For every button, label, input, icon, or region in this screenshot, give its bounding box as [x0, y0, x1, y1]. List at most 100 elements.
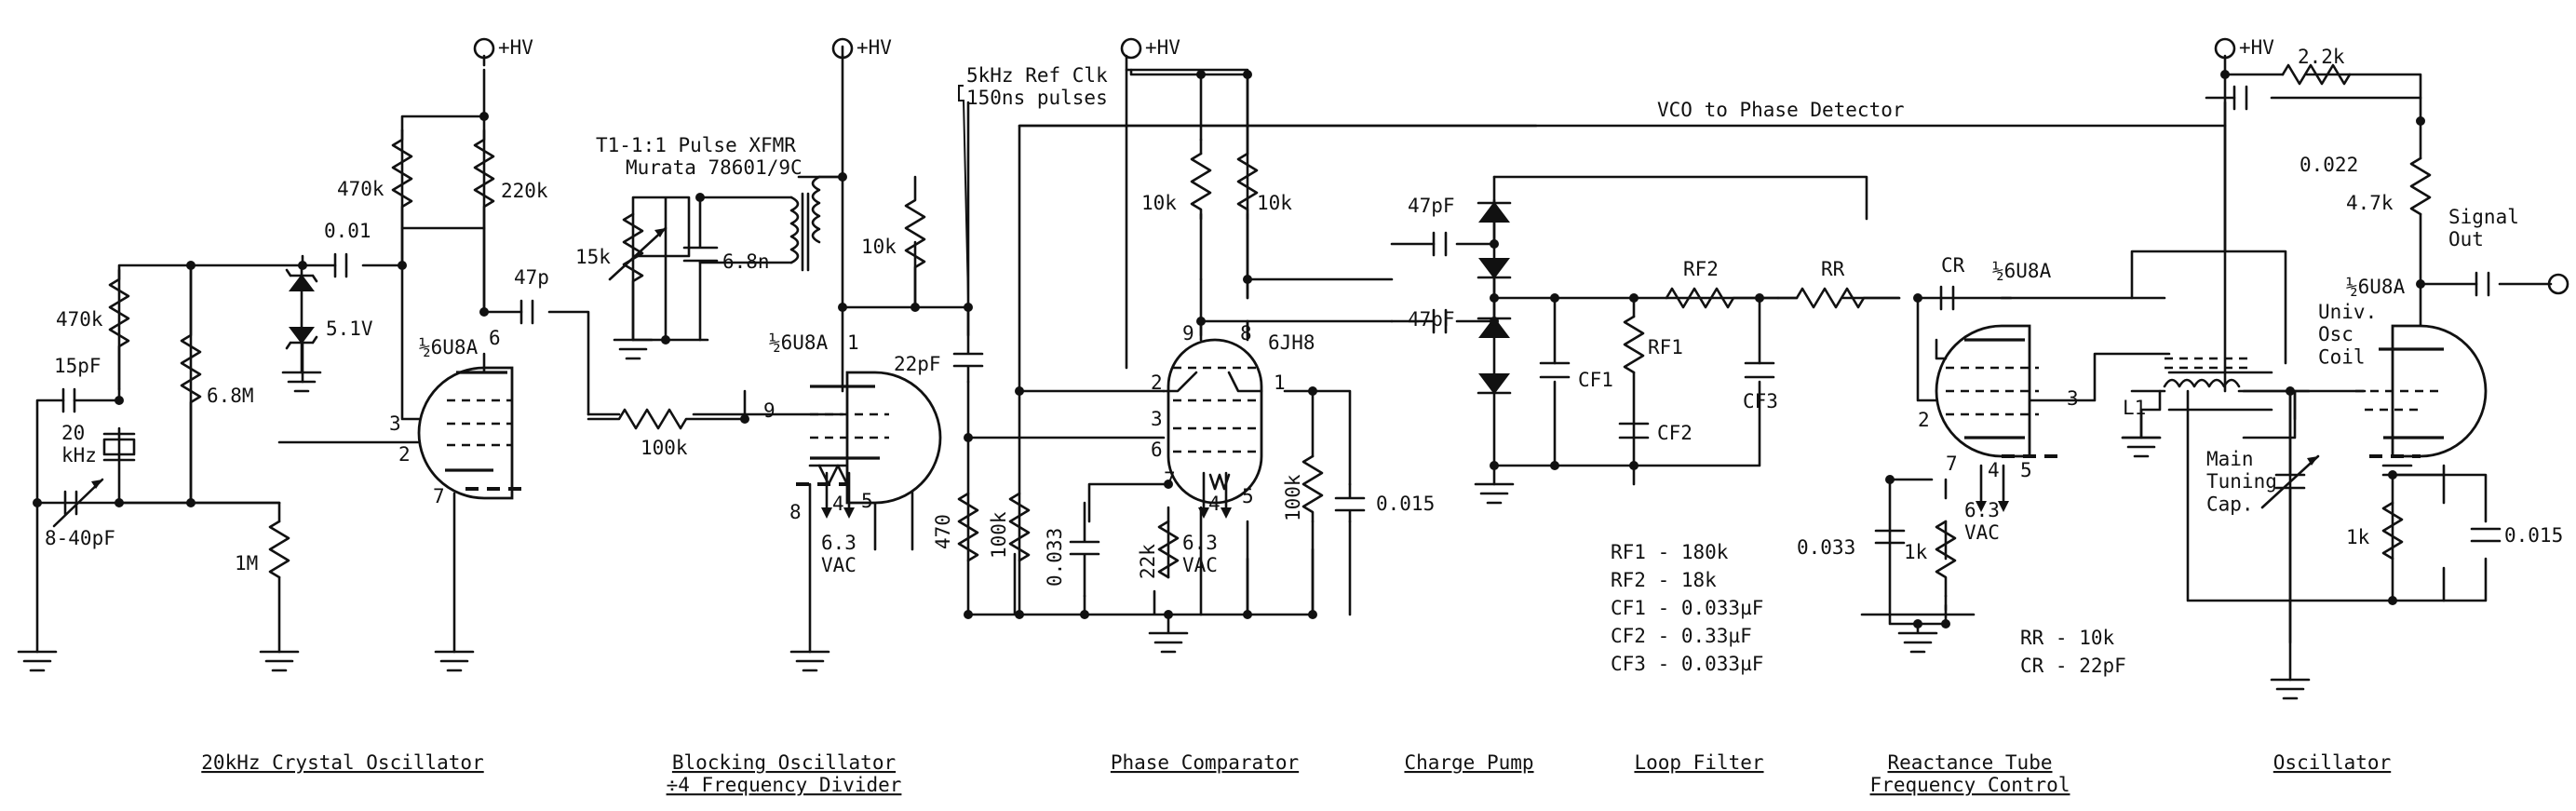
value-row: RR - 10k [2020, 627, 2115, 649]
section-titles: 20kHz Crystal Oscillator Blocking Oscill… [201, 751, 2391, 796]
pin: 9 [1182, 322, 1194, 345]
label-v1: ½6U8A [419, 336, 479, 358]
label-47p: 47p [514, 266, 549, 289]
cap-cf3 [1744, 361, 1775, 379]
pin: 5 [1242, 485, 1254, 507]
label-100k-c: 100k [1282, 474, 1304, 521]
pin: 3 [2067, 387, 2079, 410]
tube-v4 [1935, 324, 2057, 458]
pin: 4 [832, 493, 844, 515]
section-phase-comp: Phase Comparator [1111, 751, 1299, 774]
resistor-1k-a [1935, 520, 1957, 598]
label-6-8n: 6.8n [722, 250, 770, 273]
hv-label-2: +HV [856, 36, 892, 59]
pin: 6 [1151, 439, 1163, 461]
pin: 7 [433, 485, 445, 507]
label-t1-part: Murata 78601/9C [626, 156, 802, 179]
label-v3: 6JH8 [1268, 331, 1315, 354]
label-1k-b: 1k [2346, 526, 2370, 548]
pin: 2 [1918, 409, 1930, 431]
label-220k: 220k [501, 180, 548, 202]
cap-signal-out [2475, 271, 2490, 297]
label-cf2: CF2 [1657, 422, 1693, 444]
resistor-100k-a [587, 408, 747, 430]
cap-0-033-b [1874, 529, 1906, 545]
label-100k-b: 100k [988, 511, 1010, 559]
junction-dots [33, 70, 2425, 629]
wiring [35, 45, 2553, 682]
tube-v2 [796, 371, 942, 505]
label-t1-title: T1-1:1 Pulse XFMR [596, 134, 796, 156]
cap-0-022 [2232, 85, 2248, 111]
cap-cr [1939, 285, 1955, 311]
cap-47pf-a [1432, 231, 1448, 257]
label-l1: L1 [2123, 397, 2146, 419]
cap-0-01 [333, 252, 348, 278]
section-crystal-osc: 20kHz Crystal Oscillator [201, 751, 483, 774]
pin: 1 [847, 331, 859, 354]
pin: 2 [1151, 372, 1163, 394]
resistor-10k-a [904, 175, 926, 309]
charge-pump-diodes [1477, 201, 1512, 395]
label-2-2k: 2.2k [2298, 46, 2345, 68]
section-oscillator: Oscillator [2273, 751, 2391, 774]
cap-6-8n [682, 196, 719, 342]
resistor-rf2 [1665, 287, 1761, 309]
value-row: RF2 - 18k [1611, 569, 1717, 591]
tube-v5 [2355, 324, 2488, 458]
label-cf3: CF3 [1743, 390, 1778, 412]
zener-diodes [285, 264, 318, 374]
label-100k-a: 100k [641, 437, 688, 459]
label-cf1: CF1 [1578, 369, 1613, 391]
pin: 5 [861, 490, 873, 512]
cap-15pf [61, 387, 76, 413]
pin: 2 [398, 443, 411, 466]
hv-label-3: +HV [1145, 36, 1180, 59]
tuning-cap [2260, 389, 2320, 644]
label-ref-clk-2: 150ns pulses [966, 87, 1108, 109]
label-0-015-a: 0.015 [1376, 493, 1435, 515]
label-22pf: 22pF [894, 353, 941, 375]
supply-terminals [473, 37, 2569, 295]
pin: 3 [1151, 408, 1163, 430]
resistor-rr [1776, 287, 1901, 309]
label-vco-line: VCO to Phase Detector [1657, 99, 1905, 121]
label-470: 470 [932, 514, 954, 549]
tube-v1 [417, 352, 521, 500]
label-v5: ½6U8A [2346, 276, 2406, 298]
coil-l1 [2121, 357, 2292, 439]
values-table-2: RR - 10k CR - 22pF [2020, 627, 2126, 677]
cap-47pf-b [1432, 308, 1448, 334]
label-0-033-b: 0.033 [1797, 536, 1855, 559]
cap-8-40pf [52, 478, 104, 528]
cap-22pf [952, 305, 984, 384]
resistor-470k-top [391, 128, 413, 230]
label-rf2: RF2 [1683, 258, 1719, 280]
label-rf1: RF1 [1648, 336, 1683, 358]
label-v4: ½6U8A [1992, 260, 2052, 282]
cap-0-015-a [1334, 482, 1366, 523]
hv-label-4: +HV [2239, 36, 2274, 59]
value-row: CF2 - 0.33µF [1611, 625, 1752, 647]
resistor-10k-c [1236, 152, 1259, 221]
transformer-t1 [698, 175, 844, 272]
resistors [108, 63, 2432, 598]
pin: 1 [1274, 372, 1286, 394]
label-0-01: 0.01 [324, 220, 371, 242]
resistor-470k-left [108, 268, 130, 391]
resistor-4-7k [2409, 156, 2432, 216]
label-6-8m: 6.8M [207, 385, 254, 407]
label-470k-top: 470k [337, 178, 384, 200]
pin-numbers: 3 2 7 6 9 1 8 4 5 2 3 6 7 4 5 9 8 1 2 7 … [389, 322, 2079, 523]
capacitors [52, 85, 2502, 644]
pin: 6 [489, 327, 501, 349]
tube-v3 [1162, 319, 1263, 505]
label-15pf: 15pF [54, 355, 101, 377]
